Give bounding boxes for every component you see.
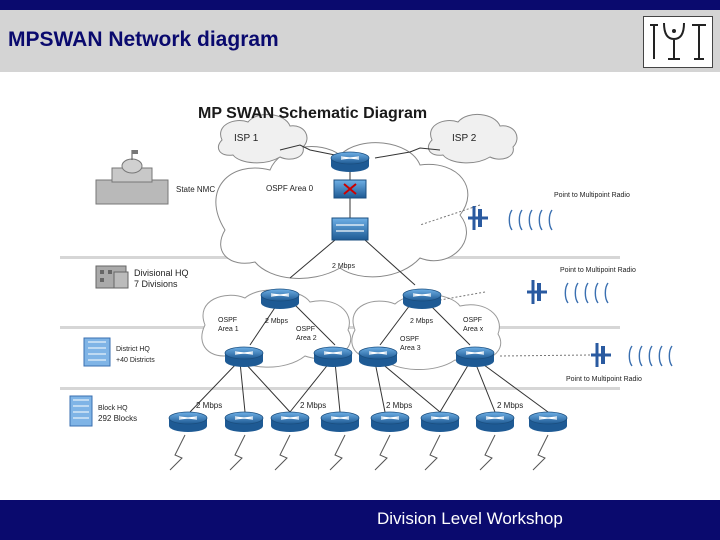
isp2-label: ISP 2 <box>452 133 477 144</box>
radio-label: Point to Multipoint Radio <box>566 376 642 383</box>
block-router <box>224 411 264 433</box>
block-link <box>289 361 341 413</box>
block-link-label: 2 Mbps <box>300 401 326 410</box>
state-label: State NMC <box>176 185 215 194</box>
dist-link-label: 2 Mbps <box>265 318 288 325</box>
ospf-area3-label: OSPF <box>400 336 419 343</box>
firewall-mark <box>343 183 357 195</box>
division-router <box>260 288 300 310</box>
isp1-label: ISP 1 <box>234 133 259 144</box>
isp1-link <box>279 144 336 156</box>
dist-link <box>379 304 411 346</box>
division-label: Divisional HQ <box>134 268 189 278</box>
dist-link <box>289 299 336 346</box>
division-router <box>402 288 442 310</box>
isp2-cloud <box>428 114 518 164</box>
district-router <box>455 346 495 368</box>
page-title: MPSWAN Network diagram <box>8 28 279 51</box>
radio-label: Point to Multipoint Radio <box>554 192 630 199</box>
division-building-icon <box>95 265 129 289</box>
lightning-links <box>169 434 549 471</box>
ospf-area0-label: OSPF Area 0 <box>266 184 314 193</box>
ospf-area1-label: OSPF <box>218 317 237 324</box>
tier-separator <box>60 387 620 390</box>
core-router <box>330 151 370 173</box>
division-count: 7 Divisions <box>134 279 178 289</box>
district-router <box>358 346 398 368</box>
block-router <box>528 411 568 433</box>
ospf-area1-sub: Area 1 <box>218 326 239 333</box>
organization-logo <box>643 16 713 68</box>
radio-label: Point to Multipoint Radio <box>560 267 636 274</box>
block-count: 292 Blocks <box>98 414 137 423</box>
radio-links <box>419 204 591 357</box>
ospf-area3-sub: Area 3 <box>400 345 421 352</box>
block-link-label: 2 Mbps <box>386 401 412 410</box>
top-accent-bar <box>0 0 720 10</box>
block-router <box>475 411 515 433</box>
district-router <box>224 346 264 368</box>
block-label: Block HQ <box>98 405 128 412</box>
dist-link-label: 2 Mbps <box>410 318 433 325</box>
ospf-area2-sub: Area 2 <box>296 335 317 342</box>
block-router <box>320 411 360 433</box>
footer-text: Division Level Workshop <box>377 509 563 528</box>
block-link-label: 2 Mbps <box>497 401 523 410</box>
district-router <box>313 346 353 368</box>
ospf-areax-label: OSPF <box>463 317 482 324</box>
isp2-link <box>374 147 441 159</box>
block-link <box>189 361 291 413</box>
radio-waves-icon <box>628 345 673 367</box>
district-count: +40 Districts <box>116 357 155 364</box>
block-router <box>420 411 460 433</box>
block-router <box>270 411 310 433</box>
footer-bar <box>0 500 720 540</box>
core-link-label: 2 Mbps <box>332 263 355 270</box>
ospf-area0-cloud <box>215 142 469 279</box>
ospf-areax-sub: Area x <box>463 326 484 333</box>
state-building-icon <box>95 150 169 205</box>
dist-link <box>429 304 471 346</box>
core-link <box>364 239 416 286</box>
district-building-icon <box>83 337 111 367</box>
block-router <box>370 411 410 433</box>
block-building-icon <box>69 395 93 427</box>
core-switch-detail <box>336 224 364 226</box>
core-link <box>289 239 336 279</box>
block-link <box>439 361 549 413</box>
block-link <box>374 361 441 413</box>
core-switch-detail <box>336 230 364 232</box>
ospf-area2-label: OSPF <box>296 326 315 333</box>
title-bar <box>0 10 720 72</box>
block-link-label: 2 Mbps <box>196 401 222 410</box>
district-label: District HQ <box>116 346 150 353</box>
diagram-title: MP SWAN Schematic Diagram <box>198 105 427 122</box>
block-router <box>168 411 208 433</box>
core-switch <box>331 217 369 241</box>
